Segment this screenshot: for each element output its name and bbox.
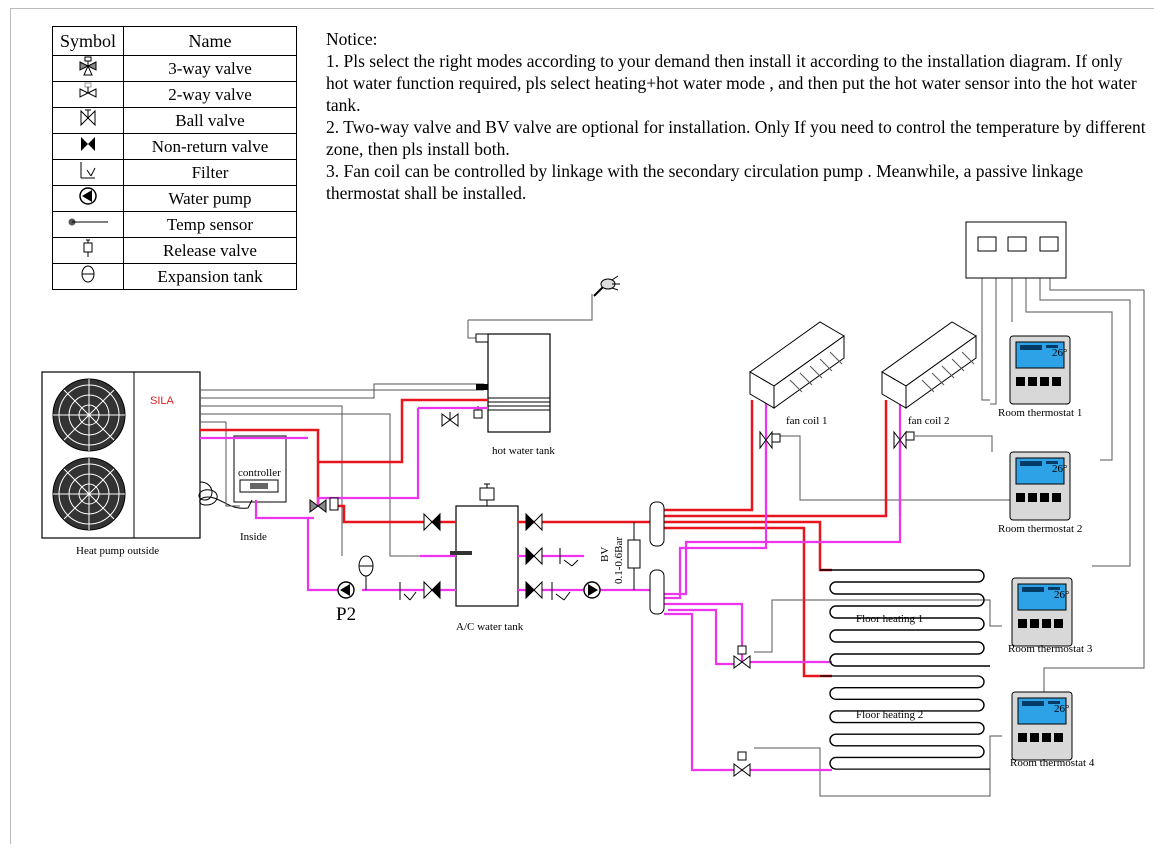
filter-icon (52, 159, 124, 186)
heat-pump-label: Heat pump outside (76, 545, 159, 557)
bv-pressure-label: 0.1-0.6Bar (613, 537, 625, 584)
thermostat-4-label: Room thermostat 4 (1010, 757, 1095, 769)
ball-valve-icon (52, 107, 124, 134)
floor-heating-1-label: Floor heating 1 (856, 613, 923, 625)
fan-icon (52, 378, 126, 452)
pump-p2-label: P2 (336, 604, 356, 625)
thermostat-2-label: Room thermostat 2 (998, 523, 1082, 535)
supply-pipes (200, 398, 888, 678)
legend-name: Expansion tank (123, 263, 297, 290)
temp-sensor-icon (593, 275, 620, 297)
manifold (649, 501, 665, 615)
floor-heating-2-label: Floor heating 2 (856, 709, 923, 721)
ball-valve-icon (525, 512, 543, 532)
thermostat-1-label: Room thermostat 1 (998, 407, 1082, 419)
legend-name: Release valve (123, 237, 297, 264)
expansion-tank-icon (358, 555, 374, 590)
ac-water-tank-label: A/C water tank (456, 621, 524, 633)
notice-line-2: 2. Two-way valve and BV valve are option… (326, 117, 1146, 159)
thermostat-display: 26° (1054, 589, 1069, 601)
ball-valve-icon (423, 580, 441, 600)
legend-header-name: Name (123, 26, 297, 56)
fan-coil-unit (749, 321, 845, 409)
floor-heating-loop (819, 675, 991, 770)
thermostat-display: 26° (1052, 347, 1067, 359)
notice-line-3: 3. Fan coil can be controlled by linkage… (326, 161, 1084, 203)
legend-name: Temp sensor (123, 211, 297, 238)
two-way-valve-icon (733, 645, 751, 669)
bv-label: BV (599, 547, 611, 562)
thermostat-display: 26° (1052, 463, 1067, 475)
legend-row: Expansion tank (52, 263, 297, 290)
inside-label: Inside (240, 531, 267, 543)
two-way-valve-icon (759, 430, 781, 450)
ac-water-tank (450, 483, 519, 607)
notice-title: Notice: (326, 29, 378, 49)
thermostat-3-label: Room thermostat 3 (1008, 643, 1093, 655)
fan-coil-1-label: fan coil 1 (786, 415, 828, 427)
fan-icon (52, 457, 126, 531)
legend-row: Temp sensor (52, 211, 297, 238)
controller-label: controller (238, 467, 281, 479)
heat-pump-outdoor-unit: SILA (41, 371, 201, 539)
legend-row: Filter (52, 159, 297, 186)
symbol-legend-table: Symbol Name 3-way valve 2-way valve Ball… (52, 26, 297, 290)
hot-water-tank (475, 333, 551, 433)
legend-name: Non-return valve (123, 133, 297, 160)
legend-row: 2-way valve (52, 81, 297, 108)
page-frame (10, 8, 1154, 844)
brand-label: SILA (150, 395, 175, 407)
ball-valve-icon (423, 512, 441, 532)
filter-icon (399, 582, 417, 601)
legend-row: Ball valve (52, 107, 297, 134)
hot-water-tank-label: hot water tank (492, 445, 555, 457)
control-panel (965, 221, 1067, 279)
ball-valve-icon (441, 412, 459, 427)
two-way-valve-icon (733, 751, 751, 777)
legend-row: Non-return valve (52, 133, 297, 160)
filter-icon (559, 548, 579, 567)
water-pump-icon (337, 581, 355, 599)
legend-name: Filter (123, 159, 297, 186)
legend-name: Ball valve (123, 107, 297, 134)
legend-header-symbol: Symbol (52, 26, 124, 56)
bv-bypass-valve (627, 522, 641, 590)
water-pump-icon (583, 581, 601, 599)
fan-coil-2-label: fan coil 2 (908, 415, 950, 427)
legend-row: Water pump (52, 185, 297, 212)
filter-icon (551, 582, 571, 601)
thermostat-display: 26° (1054, 703, 1069, 715)
two-way-valve-icon (893, 430, 915, 450)
signal-wires (200, 278, 1145, 797)
ball-valve-icon (525, 546, 543, 566)
controller-box (233, 435, 287, 503)
legend-header-row: Symbol Name (52, 26, 297, 56)
legend-name: 2-way valve (123, 81, 297, 108)
three-way-valve-icon (309, 497, 339, 513)
notice-line-1: 1. Pls select the right modes according … (326, 51, 1137, 115)
ball-valve-icon (525, 580, 543, 600)
fan-coil-unit (881, 321, 977, 409)
notice-block: Notice: 1. Pls select the right modes ac… (326, 28, 1146, 204)
